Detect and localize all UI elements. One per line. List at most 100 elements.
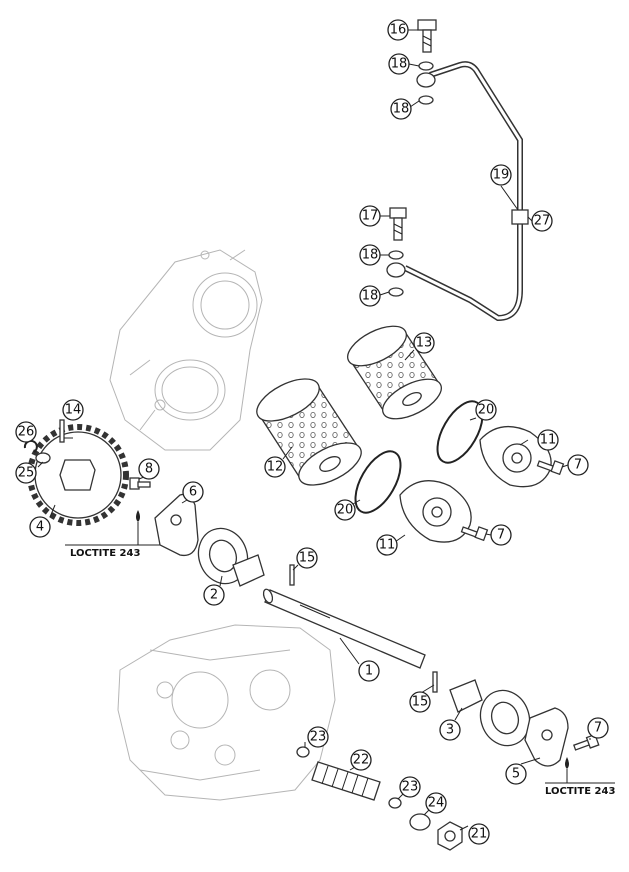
callout-3: 3 bbox=[439, 719, 461, 741]
svg-text:17: 17 bbox=[362, 209, 379, 224]
svg-text:11: 11 bbox=[379, 538, 396, 553]
svg-text:24: 24 bbox=[428, 796, 445, 811]
callout-1: 1 bbox=[358, 660, 380, 682]
drain-plug-21 bbox=[437, 821, 463, 851]
svg-text:11: 11 bbox=[540, 433, 557, 448]
engine-case-upper-ghost bbox=[109, 249, 263, 451]
screw-7-middle bbox=[460, 526, 489, 542]
rotor-outer-3 bbox=[479, 689, 531, 747]
callout-25: 25 bbox=[15, 462, 37, 484]
circlip-26 bbox=[23, 439, 38, 453]
svg-text:13: 13 bbox=[416, 336, 433, 351]
loctite-note-left: LOCTITE 243 bbox=[70, 548, 140, 559]
svg-text:6: 6 bbox=[189, 485, 197, 500]
svg-text:27: 27 bbox=[534, 214, 551, 229]
svg-text:7: 7 bbox=[594, 721, 602, 736]
svg-text:19: 19 bbox=[493, 168, 510, 183]
washer-18-c bbox=[388, 250, 404, 260]
callout-23-b: 23 bbox=[399, 776, 421, 798]
filter-cover-11-upper bbox=[479, 425, 552, 488]
callout-4: 4 bbox=[29, 516, 51, 538]
callout-2: 2 bbox=[203, 584, 225, 606]
svg-text:18: 18 bbox=[391, 57, 408, 72]
callout-20-a: 20 bbox=[475, 399, 497, 421]
callout-7-a: 7 bbox=[567, 454, 589, 476]
callout-11-a: 11 bbox=[537, 429, 559, 451]
banjo-bolt-16 bbox=[417, 19, 437, 53]
svg-text:2: 2 bbox=[210, 588, 218, 603]
callout-26: 26 bbox=[15, 421, 37, 443]
svg-text:15: 15 bbox=[299, 551, 316, 566]
o-ring-23-left bbox=[296, 746, 310, 758]
callout-6: 6 bbox=[182, 481, 204, 503]
callout-12: 12 bbox=[264, 456, 286, 478]
o-ring-23-right bbox=[388, 797, 402, 809]
svg-text:18: 18 bbox=[362, 248, 379, 263]
svg-text:20: 20 bbox=[337, 503, 354, 518]
svg-text:26: 26 bbox=[18, 425, 35, 440]
washer-25 bbox=[35, 452, 51, 464]
callout-19: 19 bbox=[490, 164, 512, 186]
callout-14: 14 bbox=[62, 399, 84, 421]
callout-18-c: 18 bbox=[359, 244, 381, 266]
engine-case-lower-ghost bbox=[117, 624, 336, 801]
svg-text:25: 25 bbox=[18, 466, 35, 481]
svg-text:23: 23 bbox=[402, 780, 419, 795]
svg-text:7: 7 bbox=[497, 528, 505, 543]
oil-filter-13 bbox=[347, 325, 442, 420]
svg-text:18: 18 bbox=[393, 102, 410, 117]
callout-20-b: 20 bbox=[334, 499, 356, 521]
svg-text:1: 1 bbox=[365, 664, 373, 679]
rotor-inner-3 bbox=[449, 679, 483, 713]
washer-18-d bbox=[388, 287, 404, 297]
callout-16: 16 bbox=[387, 19, 409, 41]
callout-24: 24 bbox=[425, 792, 447, 814]
loctite-drop-right bbox=[565, 757, 569, 769]
callout-15-b: 15 bbox=[409, 691, 431, 713]
washer-18-b bbox=[418, 95, 434, 105]
banjo-bolt-17 bbox=[389, 207, 407, 241]
svg-text:12: 12 bbox=[267, 460, 284, 475]
callout-8: 8 bbox=[138, 458, 160, 480]
svg-text:21: 21 bbox=[471, 827, 488, 842]
svg-text:22: 22 bbox=[353, 753, 370, 768]
callout-13: 13 bbox=[413, 332, 435, 354]
pin-15-upper bbox=[289, 564, 295, 586]
svg-text:15: 15 bbox=[412, 695, 429, 710]
callout-17: 17 bbox=[359, 205, 381, 227]
svg-text:23: 23 bbox=[310, 730, 327, 745]
oil-screen-22 bbox=[311, 761, 381, 801]
svg-text:3: 3 bbox=[446, 723, 454, 738]
pump-shaft-1 bbox=[262, 588, 426, 669]
svg-text:20: 20 bbox=[478, 403, 495, 418]
svg-text:8: 8 bbox=[145, 462, 153, 477]
callout-22: 22 bbox=[350, 749, 372, 771]
filter-cover-11-lower bbox=[399, 480, 472, 543]
svg-text:5: 5 bbox=[512, 767, 520, 782]
rotor-inner-2 bbox=[232, 554, 265, 587]
banjo-fitting-lower bbox=[386, 262, 406, 278]
pump-gear-4 bbox=[27, 424, 129, 526]
callout-23-a: 23 bbox=[307, 726, 329, 748]
loctite-note-right: LOCTITE 243 bbox=[545, 786, 615, 797]
svg-text:7: 7 bbox=[574, 458, 582, 473]
callout-21: 21 bbox=[468, 823, 490, 845]
oil-filter-12 bbox=[256, 378, 362, 486]
oil-pipe bbox=[403, 61, 529, 322]
callout-15-a: 15 bbox=[296, 547, 318, 569]
screw-8 bbox=[129, 477, 151, 490]
callout-7-b: 7 bbox=[490, 524, 512, 546]
svg-text:16: 16 bbox=[390, 23, 407, 38]
callout-7-c: 7 bbox=[587, 717, 609, 739]
screw-7-upper bbox=[536, 460, 565, 476]
callout-11-b: 11 bbox=[376, 534, 398, 556]
o-ring-20-lower bbox=[354, 450, 402, 514]
pin-14 bbox=[59, 419, 65, 443]
o-ring-24 bbox=[409, 813, 431, 831]
callout-18-d: 18 bbox=[359, 285, 381, 307]
callout-27: 27 bbox=[531, 210, 553, 232]
washer-18-a bbox=[418, 61, 434, 71]
svg-text:14: 14 bbox=[65, 403, 82, 418]
callout-5: 5 bbox=[505, 763, 527, 785]
